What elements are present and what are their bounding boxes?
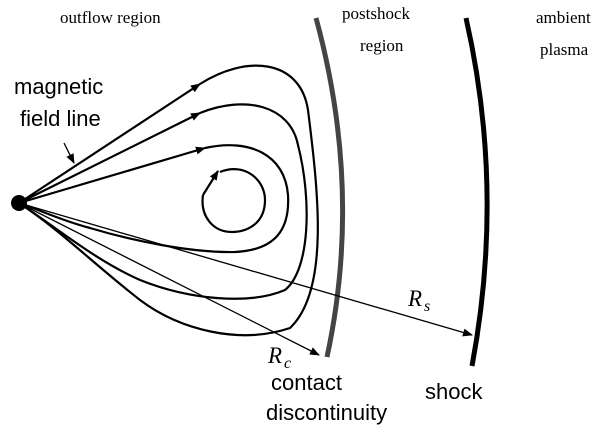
rc-radius-arrow	[18, 202, 320, 356]
magnetic-label: magnetic	[14, 74, 103, 99]
rc-label: R c	[267, 343, 291, 372]
rs-subscript: s	[424, 298, 430, 315]
rs-radius-arrow	[18, 202, 473, 337]
rs-label: R s	[407, 286, 430, 315]
ambient-label-line1: ambient	[536, 8, 591, 27]
discontinuity-label: discontinuity	[266, 400, 387, 425]
field-line-outer	[18, 64, 319, 337]
rc-symbol: R	[267, 343, 282, 368]
shock-front-line	[463, 17, 490, 367]
field-line-pointer-arrow	[63, 142, 75, 164]
shock-label: shock	[425, 379, 483, 404]
contact-label: contact	[271, 370, 342, 395]
contact-discontinuity-line	[313, 17, 346, 358]
closed-field-loop	[201, 168, 267, 234]
field-line-third	[18, 144, 290, 254]
field-line-label: field line	[20, 106, 101, 131]
postshock-label-line2: region	[360, 36, 404, 55]
rs-symbol: R	[407, 286, 422, 311]
rc-subscript: c	[284, 355, 291, 372]
field-line-second	[18, 103, 308, 300]
outflow-region-label: outflow region	[60, 8, 161, 27]
postshock-label-line1: postshock	[342, 4, 411, 23]
ambient-label-line2: plasma	[540, 40, 589, 59]
